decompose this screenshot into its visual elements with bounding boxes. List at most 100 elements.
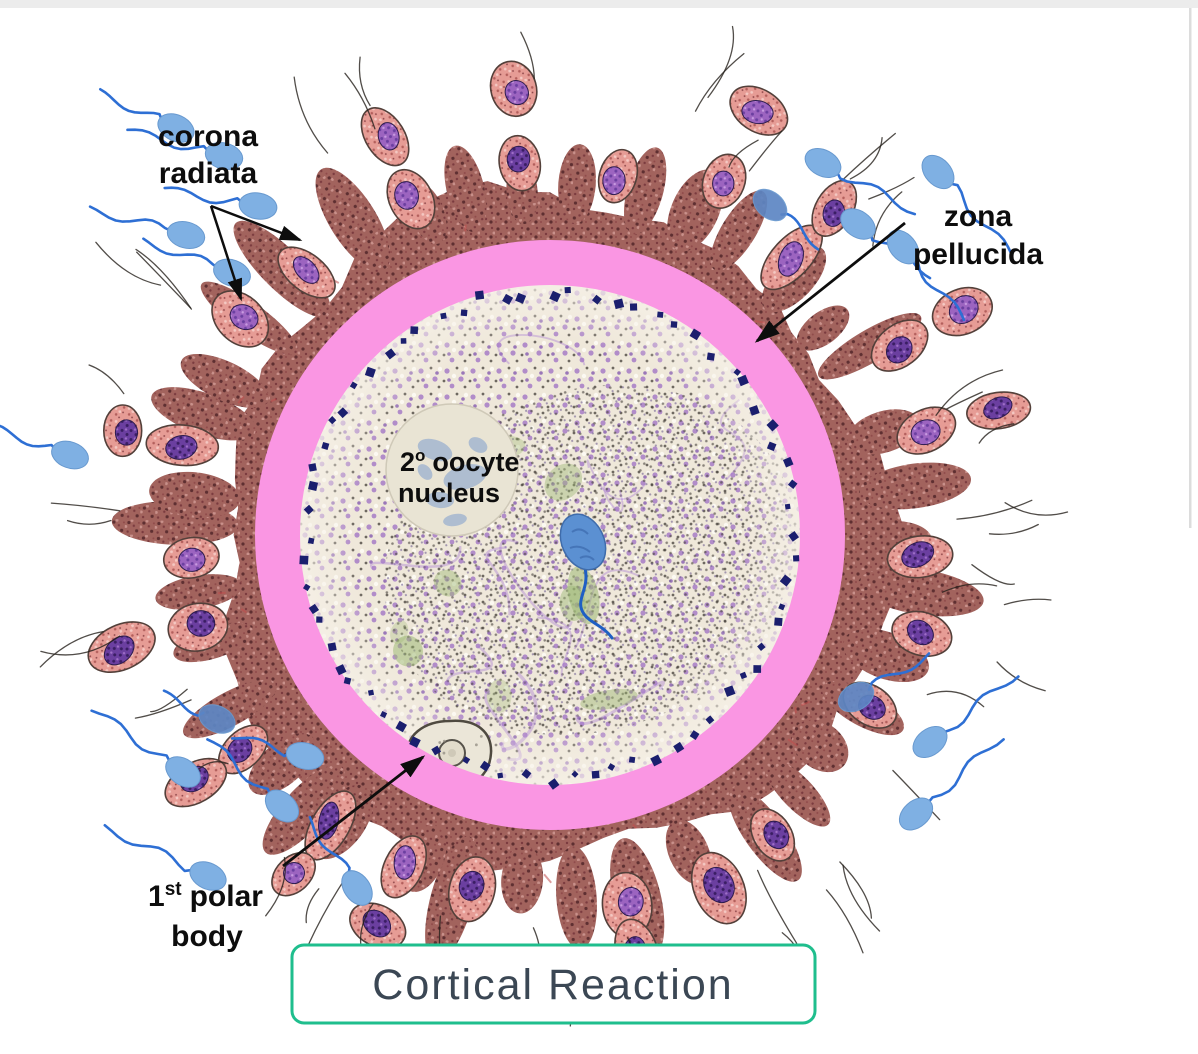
cortical-granule xyxy=(316,616,323,623)
nucleus-chromatin xyxy=(468,437,488,453)
cortical-granule xyxy=(766,419,779,432)
cumulus-finger xyxy=(444,145,487,233)
cortical-granule xyxy=(779,574,792,587)
cell-nucleus xyxy=(901,541,935,568)
cortical-granule xyxy=(673,741,685,754)
cell-nucleus xyxy=(394,181,419,210)
sperm-head xyxy=(898,797,934,831)
cell-filament xyxy=(756,869,798,944)
corona-cell xyxy=(277,246,336,299)
cell-nucleus xyxy=(227,737,253,763)
cell-filament xyxy=(841,132,896,181)
frame xyxy=(0,0,1198,528)
cell-filament xyxy=(978,423,1015,444)
cell-filament xyxy=(1003,598,1052,606)
cell-nucleus xyxy=(506,145,531,173)
sperm-tail xyxy=(206,738,273,798)
cell-nucleus xyxy=(617,887,644,917)
cortical-granule xyxy=(733,368,742,376)
sperm-head xyxy=(238,192,278,220)
cortical-granule xyxy=(670,321,678,328)
cell-filament xyxy=(305,888,320,924)
cortical-granule xyxy=(689,328,702,341)
sperm-head xyxy=(341,870,373,906)
label-oocyte-nucleus-line2: nucleus xyxy=(398,478,500,508)
label-nucleus-num: 2 xyxy=(400,447,415,477)
sperm-tail xyxy=(90,709,172,765)
cell-nucleus xyxy=(292,256,320,284)
corona-cell xyxy=(760,224,823,291)
cell-filament xyxy=(134,699,192,719)
sperm-tail xyxy=(780,212,820,251)
cortical-granule xyxy=(400,338,407,344)
corona-cell xyxy=(386,168,436,230)
sperm-tail xyxy=(946,181,1013,256)
label-nucleus-rest: oocyte xyxy=(432,447,519,477)
fertilizing-sperm-tail xyxy=(579,566,614,640)
cumulus-finger xyxy=(792,719,849,773)
cortical-granule xyxy=(308,463,317,472)
sperm-tail xyxy=(99,88,164,123)
fertilizing-sperm-head xyxy=(559,513,607,571)
sperm-cell xyxy=(90,709,201,788)
cell-filament xyxy=(748,130,783,172)
nucleus-chromatin xyxy=(443,513,467,527)
cumulus-finger xyxy=(155,574,243,610)
cumulus-finger xyxy=(764,758,831,827)
cell-nucleus xyxy=(393,845,417,880)
cortical-granule xyxy=(409,736,421,748)
cortical-granule xyxy=(749,405,760,416)
sperm-head xyxy=(165,756,201,788)
title-box: Cortical Reaction xyxy=(290,943,817,1025)
sperm-head xyxy=(804,147,842,179)
cell-filament xyxy=(926,690,985,708)
cell-filament xyxy=(849,136,883,180)
cell-filament xyxy=(66,519,112,525)
label-nucleus-sup: o xyxy=(415,446,425,465)
cortical-granule xyxy=(706,352,715,361)
title-text: Cortical Reaction xyxy=(372,961,733,1009)
cortical-granule xyxy=(650,754,663,767)
cumulus-finger xyxy=(501,845,544,914)
corona-radiata-arrow-1 xyxy=(210,204,303,242)
cell-nucleus xyxy=(885,336,913,364)
cortical-granule xyxy=(302,583,311,592)
cortical-granule xyxy=(474,290,485,300)
cortical-granule xyxy=(705,715,715,725)
sperm-tail xyxy=(834,168,917,216)
cortical-granule xyxy=(591,294,602,305)
cortical-granule xyxy=(335,664,347,676)
cortical-granule xyxy=(303,504,314,515)
cumulus-finger xyxy=(859,462,972,510)
cell-filament xyxy=(707,25,735,99)
sperm-head xyxy=(840,208,876,240)
label-zona-line1: zona xyxy=(944,200,1013,233)
cortical-granule xyxy=(384,348,397,360)
cortical-granule xyxy=(788,530,800,542)
sperm-cell xyxy=(126,128,244,170)
sperm-cell xyxy=(886,229,966,322)
corona-cell xyxy=(489,60,538,118)
cell-filament xyxy=(40,635,121,656)
cortical-granule xyxy=(307,537,315,545)
nucleus-chromatin xyxy=(443,464,487,490)
cell-filament xyxy=(307,874,349,946)
cell-nucleus xyxy=(602,166,626,196)
sperm-layer xyxy=(0,88,1020,906)
cortical-granule xyxy=(628,756,636,763)
cell-nucleus xyxy=(712,170,735,197)
cell-filament xyxy=(88,364,125,395)
red-fleck xyxy=(543,873,552,884)
cell-nucleus xyxy=(906,619,934,646)
cell-nucleus xyxy=(948,295,979,325)
cell-filament xyxy=(150,688,188,713)
cortical-granule xyxy=(515,292,527,304)
sperm-head xyxy=(189,861,227,891)
sperm-tail xyxy=(88,205,173,233)
corona-cell xyxy=(87,621,156,673)
nucleus-chromatin xyxy=(417,438,453,462)
cell-nucleus xyxy=(983,396,1013,420)
cortical-granule xyxy=(367,689,375,696)
cumulus-finger xyxy=(710,190,768,271)
